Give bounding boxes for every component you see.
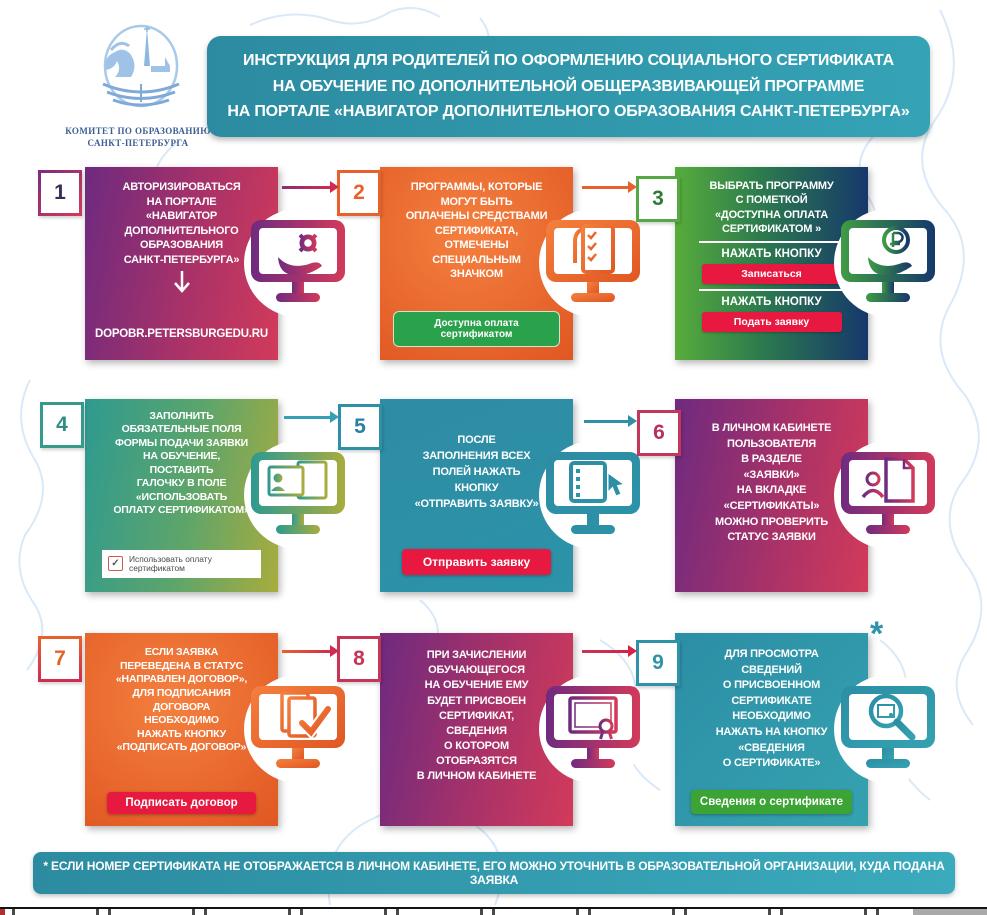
- portal-url-link[interactable]: DOPOBR.PETERSBURGEDU.RU: [94, 328, 269, 340]
- step-card-9: ДЛЯ ПРОСМОТРА СВЕДЕНИЙ О ПРИСВОЕННОМ СЕР…: [675, 633, 942, 826]
- use-certificate-checkbox-row[interactable]: ✓ Использовать оплату сертификатом: [102, 549, 261, 578]
- step-9-text: ДЛЯ ПРОСМОТРА СВЕДЕНИЙ О ПРИСВОЕННОМ СЕР…: [715, 648, 828, 770]
- monitor-ruble-hand-icon: [834, 209, 942, 317]
- monitor-list-cursor-icon: [539, 441, 647, 549]
- arrow-step5-to-step6: [584, 415, 637, 427]
- down-arrow-icon: [85, 271, 278, 302]
- title-line1: ИНСТРУКЦИЯ ДЛЯ РОДИТЕЛЕЙ ПО ОФОРМЛЕНИЮ С…: [243, 52, 894, 70]
- step-3-text: ВЫБРАТЬ ПРОГРАММУ С ПОМЕТКОЙ «ДОСТУПНА О…: [709, 180, 834, 235]
- step-card-4: ЗАПОЛНИТЬ ОБЯЗАТЕЛЬНЫЕ ПОЛЯ ФОРМЫ ПОДАЧИ…: [85, 399, 352, 592]
- step-card-3: ВЫБРАТЬ ПРОГРАММУ С ПОМЕТКОЙ «ДОСТУПНА О…: [675, 167, 942, 360]
- arrow-step4-to-step5: [284, 411, 339, 423]
- step-2-text: ПРОГРАММЫ, КОТОРЫЕ МОГУТ БЫТЬ ОПЛАЧЕНЫ С…: [405, 181, 548, 281]
- divider: [698, 241, 845, 244]
- step-number-3: 3: [636, 176, 680, 222]
- certificate-payment-badge[interactable]: Доступна оплата сертификатом: [393, 311, 560, 347]
- committee-logo: КОМИТЕТ ПО ОБРАЗОВАНИЮ САНКТ-ПЕТЕРБУРГА: [62, 22, 214, 149]
- arrow-step1-to-step2: [282, 181, 339, 193]
- divider: [698, 289, 845, 292]
- arrow-step7-to-step8: [282, 645, 339, 657]
- monitor-magnifier-certificate-icon: [834, 675, 942, 783]
- step-number-2: 2: [337, 170, 381, 216]
- press-button-label-1: НАЖАТЬ КНОПКУ: [721, 248, 822, 261]
- send-application-button[interactable]: Отправить заявку: [402, 549, 551, 575]
- submit-application-button[interactable]: Подать заявку: [701, 312, 842, 333]
- monitor-checklist-icon: [539, 209, 647, 317]
- monitor-certificate-icon: [539, 675, 647, 783]
- committee-emblem-icon: [102, 24, 180, 108]
- step-card-5: ПОСЛЕ ЗАПОЛНЕНИЯ ВСЕХ ПОЛЕЙ НАЖАТЬ КНОПК…: [380, 399, 647, 592]
- sign-contract-button[interactable]: Подписать договор: [107, 792, 256, 814]
- step-number-8: 8: [337, 636, 381, 682]
- step-card-7: ЕСЛИ ЗАЯВКА ПЕРЕВЕДЕНА В СТАТУС «НАПРАВЛ…: [85, 633, 352, 826]
- step-4-text: ЗАПОЛНИТЬ ОБЯЗАТЕЛЬНЫЕ ПОЛЯ ФОРМЫ ПОДАЧИ…: [113, 410, 250, 517]
- bottom-strip: [0, 907, 913, 915]
- step-number-1: 1: [38, 170, 82, 216]
- step-number-7: 7: [38, 636, 82, 682]
- bottom-strip-gray: [913, 907, 987, 915]
- monitor-form-profile-icon: [244, 441, 352, 549]
- step-7-text: ЕСЛИ ЗАЯВКА ПЕРЕВЕДЕНА В СТАТУС «НАПРАВЛ…: [115, 646, 248, 754]
- step-6-text: В ЛИЧНОМ КАБИНЕТЕ ПОЛЬЗОВАТЕЛЯ В РАЗДЕЛЕ…: [711, 422, 832, 544]
- step-1-text: АВТОРИЗИРОВАТЬСЯ НА ПОРТАЛЕ «НАВИГАТОР Д…: [122, 181, 241, 266]
- step-card-8: ПРИ ЗАЧИСЛЕНИИ ОБУЧАЮЩЕГОСЯ НА ОБУЧЕНИЕ …: [380, 633, 647, 826]
- arrow-step2-to-step3: [582, 181, 637, 193]
- step-card-6: В ЛИЧНОМ КАБИНЕТЕ ПОЛЬЗОВАТЕЛЯ В РАЗДЕЛЕ…: [675, 399, 942, 592]
- checkbox-label: Использовать оплату сертификатом: [129, 553, 212, 573]
- checkbox-icon[interactable]: ✓: [108, 556, 123, 572]
- step-card-2: ПРОГРАММЫ, КОТОРЫЕ МОГУТ БЫТЬ ОПЛАЧЕНЫ С…: [380, 167, 647, 360]
- step-card-1: АВТОРИЗИРОВАТЬСЯ НА ПОРТАЛЕ «НАВИГАТОР Д…: [85, 167, 352, 360]
- footnote-asterisk: *: [870, 615, 884, 653]
- title-line2: НА ОБУЧЕНИЕ ПО ДОПОЛНИТЕЛЬНОЙ ОБЩЕРАЗВИВ…: [272, 77, 865, 95]
- press-button-label-2: НАЖАТЬ КНОПКУ: [721, 296, 822, 309]
- title-line3: НА ПОРТАЛЕ «НАВИГАТОР ДОПОЛНИТЕЛЬНОГО ОБ…: [227, 103, 910, 121]
- monitor-gear-hand-icon: [244, 209, 352, 317]
- step-number-5: 5: [338, 404, 382, 450]
- logo-caption-line2: САНКТ-ПЕТЕРБУРГА: [87, 138, 189, 149]
- footnote-banner: * ЕСЛИ НОМЕР СЕРТИФИКАТА НЕ ОТОБРАЖАЕТСЯ…: [33, 852, 955, 894]
- title-banner: ИНСТРУКЦИЯ ДЛЯ РОДИТЕЛЕЙ ПО ОФОРМЛЕНИЮ С…: [207, 36, 930, 137]
- logo-caption-line1: КОМИТЕТ ПО ОБРАЗОВАНИЮ: [65, 126, 211, 136]
- certificate-details-button[interactable]: Сведения о сертификате: [691, 790, 852, 814]
- arrow-step8-to-step9: [582, 645, 637, 657]
- step-8-text: ПРИ ЗАЧИСЛЕНИИ ОБУЧАЮЩЕГОСЯ НА ОБУЧЕНИЕ …: [416, 649, 537, 783]
- monitor-contract-check-icon: [244, 675, 352, 783]
- step-number-6: 6: [637, 410, 681, 456]
- step-5-text: ПОСЛЕ ЗАПОЛНЕНИЯ ВСЕХ ПОЛЕЙ НАЖАТЬ КНОПК…: [414, 434, 539, 510]
- enroll-button[interactable]: Записаться: [701, 264, 842, 285]
- monitor-profile-document-icon: [834, 441, 942, 549]
- step-number-4: 4: [40, 402, 84, 448]
- step-number-9: 9: [636, 640, 680, 686]
